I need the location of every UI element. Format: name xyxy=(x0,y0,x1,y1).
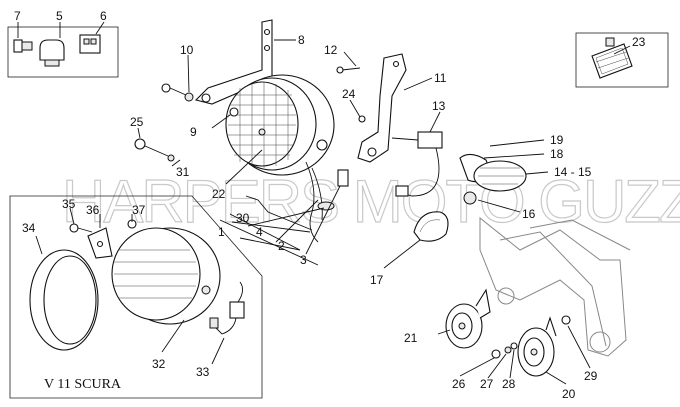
callout-37: 37 xyxy=(132,203,146,217)
callout-26: 26 xyxy=(452,377,466,391)
callout-29: 29 xyxy=(584,369,598,383)
callout-31: 31 xyxy=(176,165,190,179)
callout-4: 4 xyxy=(256,225,263,239)
callout-10: 10 xyxy=(180,43,194,57)
headlight-screws xyxy=(134,83,239,162)
leader-lines xyxy=(35,39,591,385)
callout-11: 11 xyxy=(434,71,447,85)
side-indicator xyxy=(413,211,449,242)
callout-33: 33 xyxy=(196,365,210,379)
frame-ghost xyxy=(479,216,631,357)
callouts: 7 5 6 10 8 12 11 23 24 9 13 25 19 18 31 … xyxy=(14,9,646,401)
callout-22: 22 xyxy=(212,187,226,201)
callout-34: 34 xyxy=(22,221,36,235)
callout-13: 13 xyxy=(432,99,446,113)
callout-21: 21 xyxy=(404,331,418,345)
callout-20: 20 xyxy=(562,387,576,401)
callout-5: 5 xyxy=(56,9,63,23)
callout-24: 24 xyxy=(342,87,356,101)
mounting-bracket xyxy=(336,53,443,163)
callout-25: 25 xyxy=(130,115,144,129)
callout-3: 3 xyxy=(300,253,307,267)
reflector-inset xyxy=(575,32,669,88)
callout-18: 18 xyxy=(550,147,564,161)
callout-23: 23 xyxy=(632,35,646,49)
callout-36: 36 xyxy=(86,203,100,217)
callout-32: 32 xyxy=(152,357,166,371)
callout-6: 6 xyxy=(100,9,107,23)
callout-14-15: 14 - 15 xyxy=(554,165,592,179)
main-headlight xyxy=(225,74,335,176)
headlight-wiring xyxy=(219,161,349,266)
callout-1: 1 xyxy=(218,225,225,239)
watermark: HARPERS MOTO GUZZI© xyxy=(62,168,680,235)
callout-30: 30 xyxy=(236,211,250,225)
callout-8: 8 xyxy=(298,33,305,47)
callout-17: 17 xyxy=(370,273,384,287)
callout-16: 16 xyxy=(522,207,536,221)
bulb-inset xyxy=(7,21,119,78)
callout-27: 27 xyxy=(480,377,494,391)
model-caption: V 11 SCURA xyxy=(44,377,122,392)
callout-35: 35 xyxy=(62,197,76,211)
callout-28: 28 xyxy=(502,377,516,391)
callout-7: 7 xyxy=(14,9,21,23)
callout-2: 2 xyxy=(278,239,285,253)
front-indicator xyxy=(395,147,527,205)
callout-12: 12 xyxy=(324,43,338,57)
scura-inset xyxy=(9,195,263,399)
callout-19: 19 xyxy=(550,133,564,147)
callout-9: 9 xyxy=(190,125,197,139)
horns xyxy=(445,288,571,377)
